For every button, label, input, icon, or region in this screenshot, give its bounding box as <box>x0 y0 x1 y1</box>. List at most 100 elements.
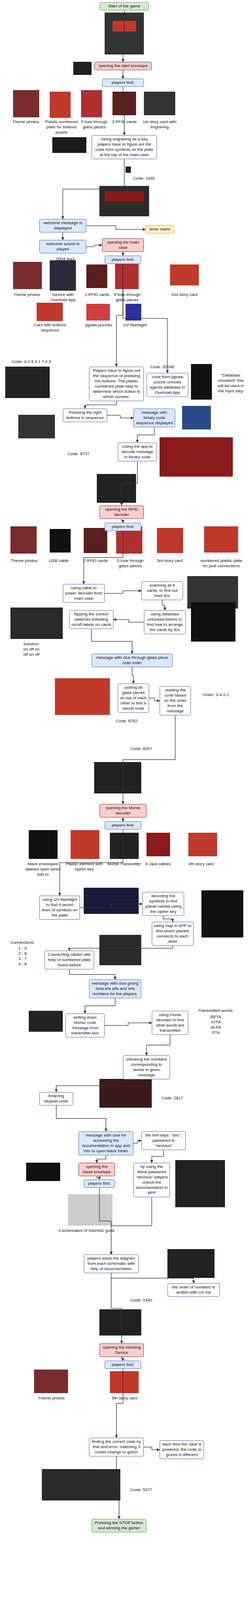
caption-label: Theme photos <box>7 557 41 563</box>
node-text: players find: <box>106 256 140 263</box>
node-text: Pressing the right buttons in sequence <box>64 409 106 421</box>
step-box: the hint says: "doc", password is "devio… <box>141 1130 186 1149</box>
caption-label: Code: 6 2 8 3 1 7 4 5 <box>2 358 61 365</box>
node-text: players find: <box>104 80 142 86</box>
caption-label: Solution: <box>15 640 48 647</box>
node-text: scanning all 6 cards, to find out their … <box>143 582 182 599</box>
node-text: players solve the diagram from each sche… <box>85 1254 137 1271</box>
flow-arrow <box>111 1271 122 1343</box>
item-photo <box>86 264 108 288</box>
node-text: players find: <box>106 1360 140 1367</box>
caption-label: black enveloped labeled open when told t… <box>21 860 64 877</box>
flow-arrow <box>99 1186 112 1254</box>
caption-label: ETA <box>190 1029 241 1035</box>
node-text: opening the main case <box>104 239 142 251</box>
node-text: timer starts <box>147 226 173 232</box>
final-photo <box>41 1467 121 1499</box>
flow-arrow <box>86 244 103 247</box>
flow-arrow <box>121 460 138 505</box>
caption-label: Order: 3-4-1-2 <box>196 691 236 697</box>
node-text: Using engraving as a key players have to… <box>93 136 155 158</box>
flow-arrow <box>133 1139 142 1143</box>
flow-arrow <box>146 1033 171 1055</box>
start-end-box: Start of the game <box>99 2 150 11</box>
caption-label: 2 RFID cards <box>81 557 110 563</box>
node-text: putting all glass pieces on top of each … <box>119 684 148 711</box>
caption-label: 5 fuse through glass pieces <box>110 291 144 303</box>
message-box: message with clue through glass piece re… <box>91 652 173 667</box>
flow-arrow <box>122 263 168 373</box>
uv-photo <box>83 886 139 913</box>
step-box: Using engraving as a key players have to… <box>91 134 157 160</box>
caption-label: Code: 6762 <box>110 717 143 724</box>
item-photo <box>109 1369 139 1392</box>
flow-arrow <box>122 816 124 821</box>
caption-label: 0004.mp3 <box>52 256 79 262</box>
node-text: opening the start envelope <box>96 63 150 69</box>
item-photo <box>170 264 199 286</box>
item-photo <box>109 831 139 859</box>
step-box: the order of numbers is written with UV … <box>167 1281 220 1296</box>
step-box: decoding the symbols to find planet name… <box>142 891 185 916</box>
item-photo <box>204 525 239 552</box>
flow-arrow <box>91 628 133 653</box>
step-box: by using the literal password "devious" … <box>133 1161 171 1197</box>
step-box: using morse decoder to find what words a… <box>151 1009 189 1034</box>
message-box: players find: <box>104 1359 142 1368</box>
item-photo <box>10 525 37 554</box>
caption-label: UV flashlight <box>119 322 151 328</box>
caption-label: 3 - 7 <box>4 955 41 961</box>
step-box: using map in APP to find which planets c… <box>151 920 194 945</box>
opening-box: opening the Hacking Device <box>99 1342 144 1356</box>
node-text: using morse decoder to find what words a… <box>153 1011 187 1033</box>
opening-box: opening the black envelope <box>78 1161 116 1176</box>
message-box: message with clue for accessing the docu… <box>78 1130 134 1155</box>
flow-arrow <box>116 1455 120 1518</box>
node-text: Connecting cables with help of numbered … <box>46 951 93 967</box>
flow-arrow <box>96 1154 107 1162</box>
node-text: reading the code based on the order from… <box>161 686 189 714</box>
node-text: opening the black envelope <box>80 1163 114 1174</box>
step-box: writing down Morse code message from tra… <box>65 1012 105 1037</box>
screen-photo <box>182 405 211 430</box>
caption-label: Theme photos <box>32 1394 70 1400</box>
caption-label: 4 Jack cables <box>142 860 174 866</box>
node-text: welcome message is displayed <box>41 220 85 231</box>
node-text: writing down Morse code message from tra… <box>67 1013 103 1035</box>
flow-arrow <box>111 1196 153 1254</box>
flow-arrow <box>149 697 160 701</box>
step-box: Connecting cables with help of numbered … <box>44 949 95 969</box>
caption-label: 4 - 6 <box>4 960 41 966</box>
item-photo <box>115 261 139 289</box>
step-box: players solve the diagram from each sche… <box>83 1253 139 1272</box>
node-text: players find: <box>85 1179 114 1186</box>
node-text: Entering keypad code <box>41 1092 72 1103</box>
item-photo <box>49 260 76 291</box>
timer-box: timer starts <box>145 224 175 234</box>
item-photo <box>188 831 218 856</box>
node-text: using database unlocked before to find h… <box>145 611 184 633</box>
map-photo <box>201 889 244 937</box>
phone-photo <box>190 363 212 400</box>
message-box: welcome message is displayed <box>39 218 87 233</box>
flow-arrow <box>107 414 134 418</box>
node-text: code from jigsaw puzzle unlocks agents d… <box>148 374 187 396</box>
step-box: scanning all 6 cards, to find out their … <box>141 580 184 600</box>
node-text: message with clue giving beta,eta alfa a… <box>91 979 140 996</box>
item-photo <box>146 831 171 856</box>
envelope-photo <box>73 61 92 75</box>
item-photo <box>86 303 110 321</box>
morse-decoder-photo <box>94 761 142 793</box>
buttons-photo <box>5 366 50 398</box>
keypad-photo <box>99 1077 152 1107</box>
flow-arrow <box>151 1148 164 1162</box>
hacking-device-photo <box>99 1308 142 1335</box>
step-box: using database unlocked before to find h… <box>143 609 186 634</box>
rfid-decoder-photo <box>96 473 137 503</box>
message-box: message with binary code sequence displa… <box>133 408 176 427</box>
switches-photo <box>10 606 63 639</box>
step-box: putting all glass pieces on top of each … <box>117 682 150 713</box>
caption-label: 3rd story card <box>152 557 187 563</box>
item-photo <box>49 528 71 552</box>
